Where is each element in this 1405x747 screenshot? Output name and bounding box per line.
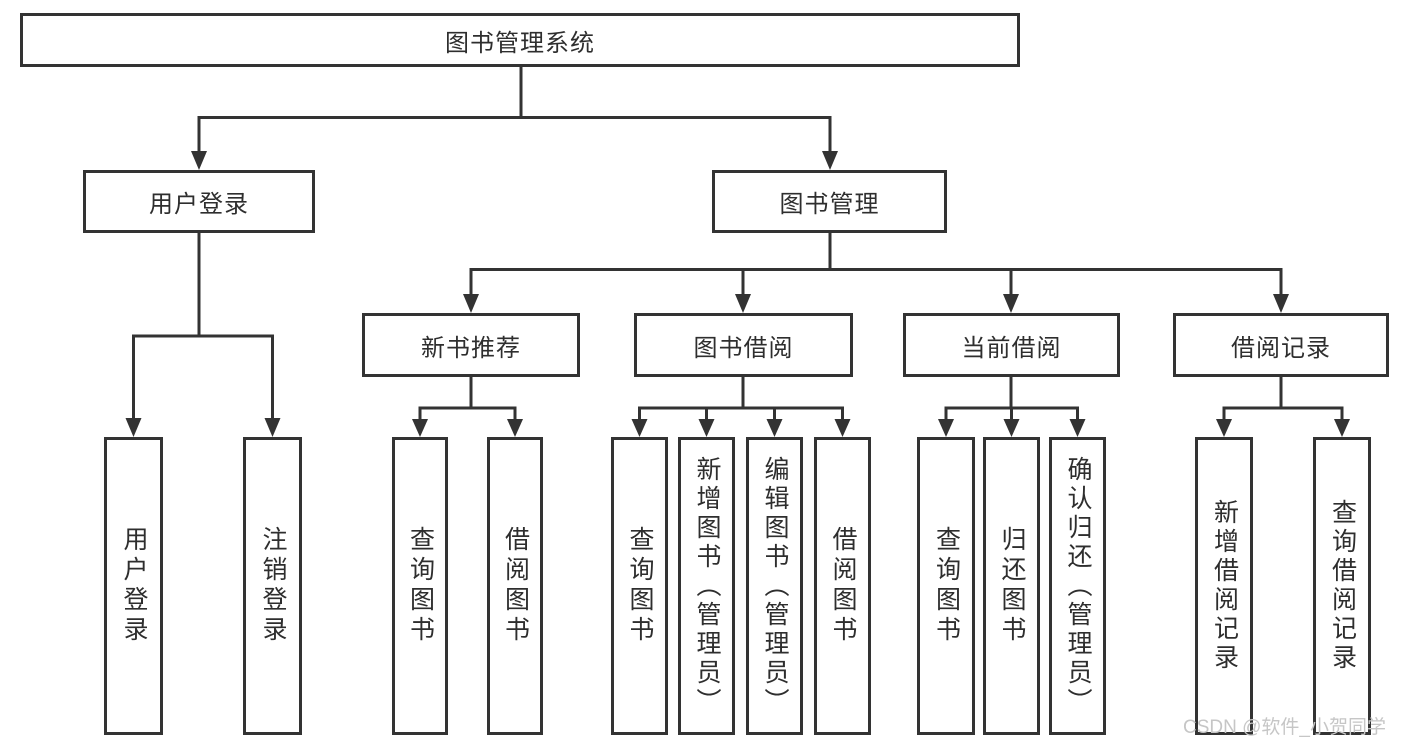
leaf-query-books-current-label: 查询图书 bbox=[932, 526, 961, 646]
leaf-add-books-admin-label: 新增图书（管理员） bbox=[693, 455, 721, 717]
node-user-login: 用户登录 bbox=[83, 170, 315, 233]
leaf-borrow-books: 借阅图书 bbox=[814, 437, 871, 735]
node-root-system: 图书管理系统 bbox=[20, 13, 1020, 67]
leaf-add-borrow-record-label: 新增借阅记录 bbox=[1210, 499, 1239, 673]
leaf-logout: 注销登录 bbox=[243, 437, 302, 735]
node-current-borrow: 当前借阅 bbox=[903, 313, 1120, 377]
node-book-borrow: 图书借阅 bbox=[634, 313, 853, 377]
leaf-add-books-admin: 新增图书（管理员） bbox=[678, 437, 735, 735]
leaf-return-books-label: 归还图书 bbox=[998, 526, 1026, 646]
leaf-query-books-borrow: 查询图书 bbox=[611, 437, 668, 735]
leaf-user-login-label: 用户登录 bbox=[120, 526, 148, 646]
leaf-user-login: 用户登录 bbox=[104, 437, 163, 735]
node-book-management: 图书管理 bbox=[712, 170, 947, 233]
leaf-edit-books-admin-label: 编辑图书（管理员） bbox=[761, 455, 789, 717]
leaf-borrow-books-recommend-label: 借阅图书 bbox=[501, 526, 530, 646]
leaf-logout-label: 注销登录 bbox=[259, 526, 287, 646]
leaf-query-books-borrow-label: 查询图书 bbox=[626, 526, 654, 646]
leaf-query-books-recommend-label: 查询图书 bbox=[406, 526, 435, 646]
leaf-query-books-current: 查询图书 bbox=[917, 437, 975, 735]
leaf-edit-books-admin: 编辑图书（管理员） bbox=[746, 437, 803, 735]
csdn-watermark: CSDN @软件_小贺同学 bbox=[1183, 717, 1386, 738]
leaf-query-borrow-record-label: 查询借阅记录 bbox=[1328, 499, 1357, 673]
leaf-confirm-return-admin-label: 确认归还（管理员） bbox=[1064, 455, 1092, 717]
leaf-query-borrow-record: 查询借阅记录 bbox=[1313, 437, 1371, 735]
node-new-book-recommend: 新书推荐 bbox=[362, 313, 580, 377]
leaf-query-books-recommend: 查询图书 bbox=[392, 437, 448, 735]
leaf-borrow-books-label: 借阅图书 bbox=[829, 526, 857, 646]
leaf-confirm-return-admin: 确认归还（管理员） bbox=[1049, 437, 1106, 735]
node-borrow-record: 借阅记录 bbox=[1173, 313, 1389, 377]
leaf-return-books: 归还图书 bbox=[983, 437, 1040, 735]
leaf-borrow-books-recommend: 借阅图书 bbox=[487, 437, 543, 735]
leaf-add-borrow-record: 新增借阅记录 bbox=[1195, 437, 1253, 735]
